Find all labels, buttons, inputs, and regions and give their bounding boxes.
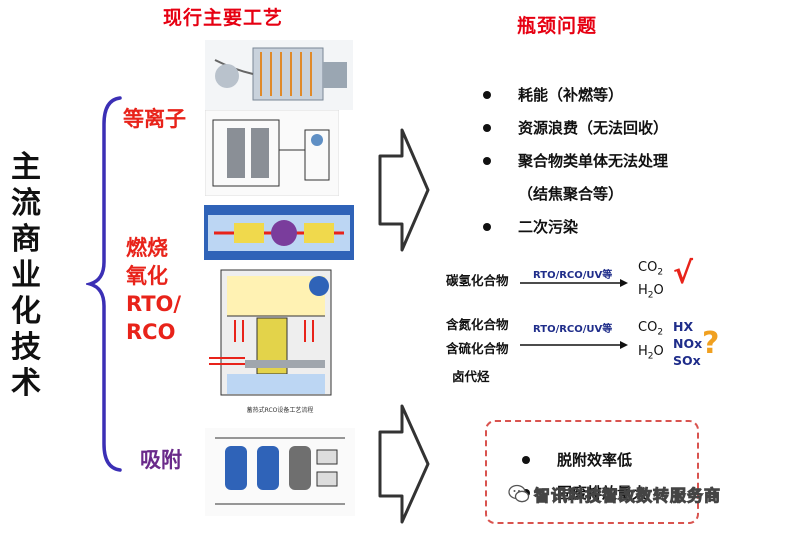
byproduct-hx: HX	[673, 319, 694, 334]
rto-furnace-image: 蓄热式RCO设备工艺流程	[205, 262, 355, 417]
rto-figure-caption: 蓄热式RCO设备工艺流程	[247, 406, 314, 414]
tech-rto-line2: 氧化	[126, 264, 168, 288]
question-mark-icon: ?	[702, 326, 720, 361]
reaction2-arrow	[520, 341, 628, 349]
issue-polymer-monomers: 聚合物类单体无法处理	[483, 149, 668, 182]
side-label-mainstream-tech: 主流商业化技术	[11, 150, 41, 401]
reaction2-catalyst: RTO/RCO/UV等	[533, 324, 613, 335]
reactant-halohydrocarbons: 卤代烃	[452, 369, 490, 384]
byproduct-nox: NOx	[673, 336, 703, 351]
rto-flow-schematic-image	[204, 205, 354, 260]
reactant-hydrocarbons: 碳氢化合物	[446, 273, 509, 288]
product-co2-1: CO2	[638, 260, 664, 278]
byproduct-list: HX NOx SOx	[673, 318, 702, 369]
adsorption-issue-list: 脱附效率低 固废排放量大	[522, 448, 647, 514]
bullet-dot	[522, 456, 530, 464]
check-mark-icon: √	[673, 256, 694, 291]
tech-rto-group: 燃烧 氧化 RTO/ RCO	[126, 234, 181, 346]
tech-rto-line1: 燃烧	[126, 236, 168, 260]
arrow-right-bottom	[378, 404, 430, 524]
reactant-sulfur-compounds: 含硫化合物	[446, 341, 509, 356]
watermark: 智讯科技智改数转服务商	[508, 482, 721, 506]
arrow-right-top	[378, 128, 430, 252]
header-bottleneck: 瓶颈问题	[517, 15, 598, 37]
tech-rto-line3: RTO/	[126, 292, 182, 316]
curly-brace	[86, 96, 122, 472]
plasma-schematic-image	[205, 110, 339, 196]
adsorption-issues-box	[485, 420, 699, 524]
plasma-device-image	[205, 40, 353, 110]
reaction1-arrow	[520, 279, 628, 287]
wechat-icon	[508, 484, 530, 503]
issue-secondary-pollution: 二次污染	[483, 215, 668, 248]
issue-resource-waste: 资源浪费（无法回收）	[483, 116, 668, 149]
adsorption-issue-desorption: 脱附效率低	[522, 448, 647, 481]
product-h2o-2: H2O	[638, 344, 664, 362]
tech-adsorption: 吸附	[140, 448, 182, 472]
tech-rto-line4: RCO	[126, 320, 176, 344]
bullet-dot	[483, 91, 491, 99]
product-co2-2: CO2	[638, 320, 664, 338]
adsorption-schematic-image	[205, 428, 355, 516]
bottleneck-issue-list: 耗能（补燃等） 资源浪费（无法回收） 聚合物类单体无法处理 （结焦聚合等） 二次…	[483, 83, 668, 248]
bullet-dot	[483, 157, 491, 165]
bullet-dot	[483, 223, 491, 231]
reaction1-catalyst: RTO/RCO/UV等	[533, 270, 613, 281]
tech-plasma: 等离子	[123, 107, 186, 131]
reactant-nitrogen-compounds: 含氮化合物	[446, 317, 509, 332]
product-h2o-1: H2O	[638, 283, 664, 301]
watermark-text: 智讯科技智改数转服务商	[533, 486, 722, 506]
header-current-process: 现行主要工艺	[163, 7, 284, 29]
byproduct-sox: SOx	[673, 353, 701, 368]
issue-coking-note: （结焦聚合等）	[518, 185, 624, 203]
issue-energy: 耗能（补燃等）	[483, 83, 668, 116]
bullet-dot	[483, 124, 491, 132]
